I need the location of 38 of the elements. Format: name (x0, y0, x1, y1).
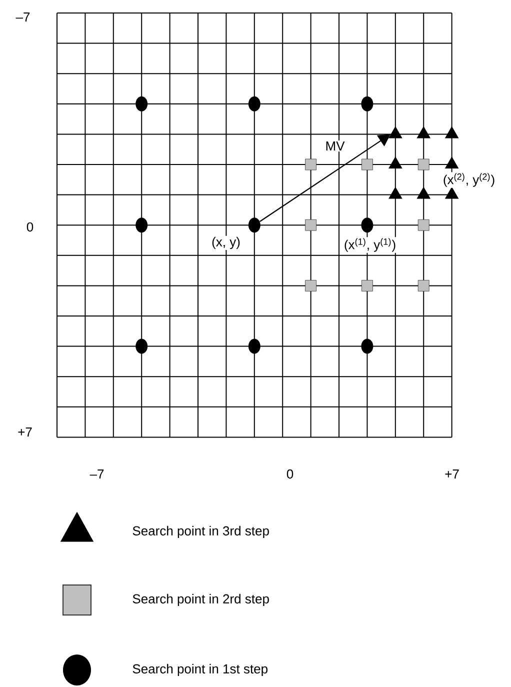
axis-label: +7 (445, 470, 459, 478)
triangle-marker (444, 186, 459, 199)
circle-marker (248, 96, 260, 112)
triangle-marker (388, 186, 402, 199)
axis-label: 0 (286, 469, 294, 479)
square-marker (362, 158, 373, 170)
legend-label: Search point in 2rd step (132, 594, 269, 606)
circle-marker (361, 218, 374, 233)
axis-label: –7 (16, 12, 30, 22)
point-label: (x$^{(1)}$, y$^{(1)}$) (342, 237, 398, 253)
square-marker (418, 158, 430, 170)
circle-marker (361, 96, 374, 112)
square-marker (305, 280, 316, 292)
point-label: (x$^{(2)}$, y$^{(2)}$) (442, 172, 496, 188)
triangle-marker (416, 126, 431, 138)
square-marker (418, 219, 430, 231)
edge-label: MV (324, 140, 346, 152)
square-marker (418, 280, 430, 292)
circle-marker (136, 96, 148, 112)
axis-label: –7 (90, 470, 104, 478)
triangle-marker (388, 126, 402, 138)
triangle-marker (444, 156, 459, 168)
square-marker (362, 280, 373, 292)
axis-label: 0 (26, 222, 34, 232)
square-marker (305, 219, 316, 231)
triangle-marker (388, 156, 402, 168)
circle-marker (136, 218, 148, 233)
triangle-marker (416, 186, 431, 199)
circle-marker (248, 218, 260, 233)
circle-marker (248, 338, 260, 354)
square-marker (305, 158, 316, 170)
legend-label: Search point in 1st step (132, 664, 268, 676)
legend-label: Search point in 3rd step (132, 526, 269, 538)
circle-marker (361, 338, 374, 354)
axis-label: +7 (18, 428, 32, 436)
point-label: (x, y) (210, 236, 242, 250)
triangle-marker (444, 126, 459, 138)
circle-marker (136, 338, 148, 354)
